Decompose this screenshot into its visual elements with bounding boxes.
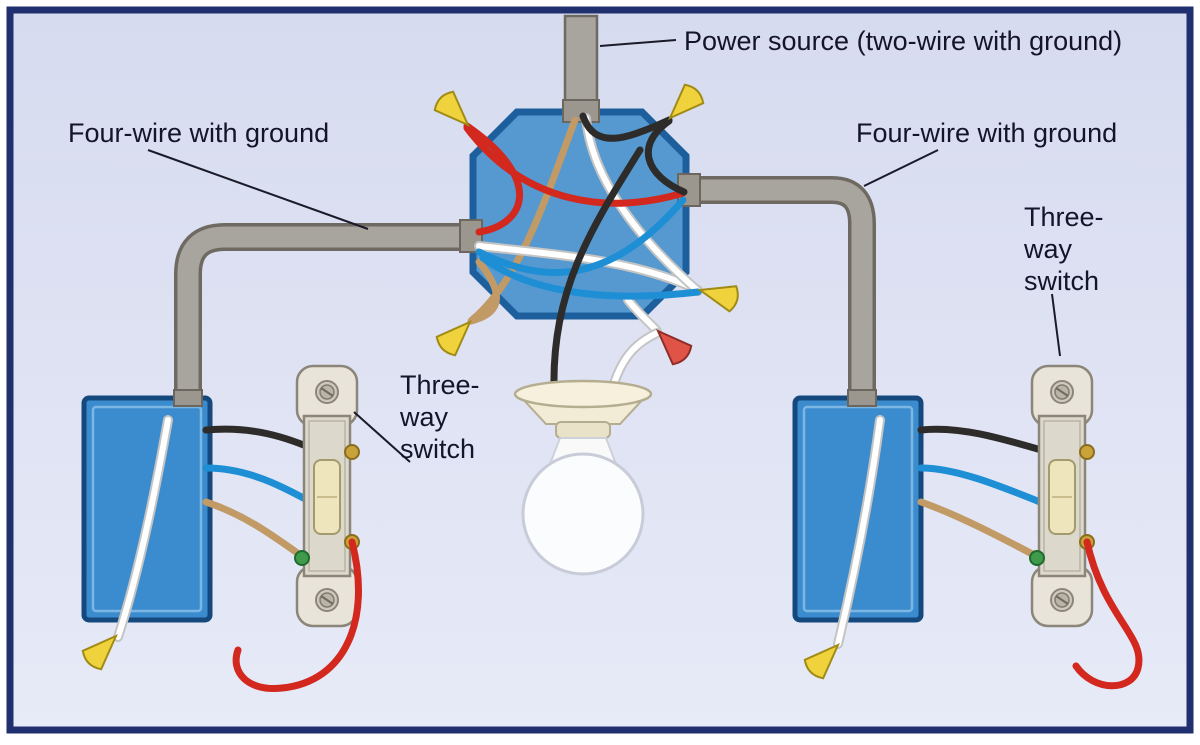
hot-wire-black <box>550 146 644 394</box>
light-bulb <box>521 452 645 576</box>
three-way-switch-right-label: Three- way switch <box>1023 202 1111 296</box>
right-conduit <box>684 176 876 400</box>
hot-wire-black <box>645 117 688 196</box>
left-conduit <box>174 223 476 400</box>
leader-line <box>353 411 411 463</box>
traveler-wire-blue <box>479 254 702 300</box>
three-way-switch-right <box>1028 364 1096 628</box>
neutral-wire <box>583 115 701 294</box>
traveler-wire-blue <box>475 196 687 276</box>
traveler-wire-red <box>463 124 687 207</box>
junction-box-wires <box>463 112 703 395</box>
ground-wire <box>917 498 1042 561</box>
power-source-label: Power source (two-wire with ground) <box>684 26 1122 56</box>
neutral-wire <box>609 330 660 393</box>
ground-wire <box>468 116 579 324</box>
three-way-switch-left-label: Three- way switch <box>399 370 487 464</box>
traveler-wire-red <box>463 122 523 236</box>
three-way-switch-left <box>293 364 361 628</box>
hot-wire-black <box>579 112 673 142</box>
neutral-wire <box>476 243 701 293</box>
hot-wire-black <box>917 425 1052 456</box>
leader-line <box>1051 293 1061 357</box>
traveler-wire-blue <box>917 464 1054 510</box>
leader-line <box>599 39 677 47</box>
right-box-wires <box>833 415 1054 649</box>
traveler-wire-red <box>1072 538 1143 690</box>
right-electrical-box <box>792 389 924 623</box>
four-wire-left-label: Four-wire with ground <box>68 118 329 148</box>
ground-wire <box>202 498 307 561</box>
leader-line <box>147 149 369 230</box>
light-fixture <box>513 379 653 576</box>
leader-line <box>863 149 939 187</box>
neutral-wire <box>115 417 171 640</box>
four-wire-right-label: Four-wire with ground <box>856 118 1117 148</box>
traveler-wire-red <box>232 538 362 692</box>
neutral-wire <box>835 417 883 647</box>
